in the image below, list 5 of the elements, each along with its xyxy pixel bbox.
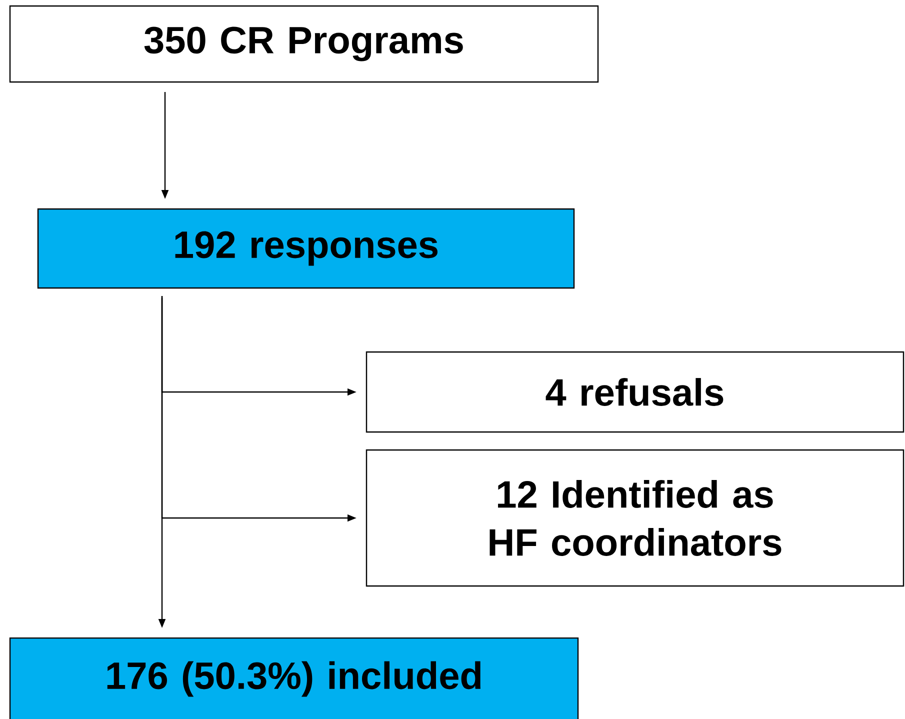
- process-box: 350 CR Programs: [9, 5, 599, 83]
- process-box: 4 refusals: [366, 351, 904, 433]
- process-box: 176 (50.3%) included: [9, 637, 579, 719]
- process-box: 192 responses: [37, 208, 575, 289]
- process-box: 12 Identified as HF coordinators: [366, 449, 904, 587]
